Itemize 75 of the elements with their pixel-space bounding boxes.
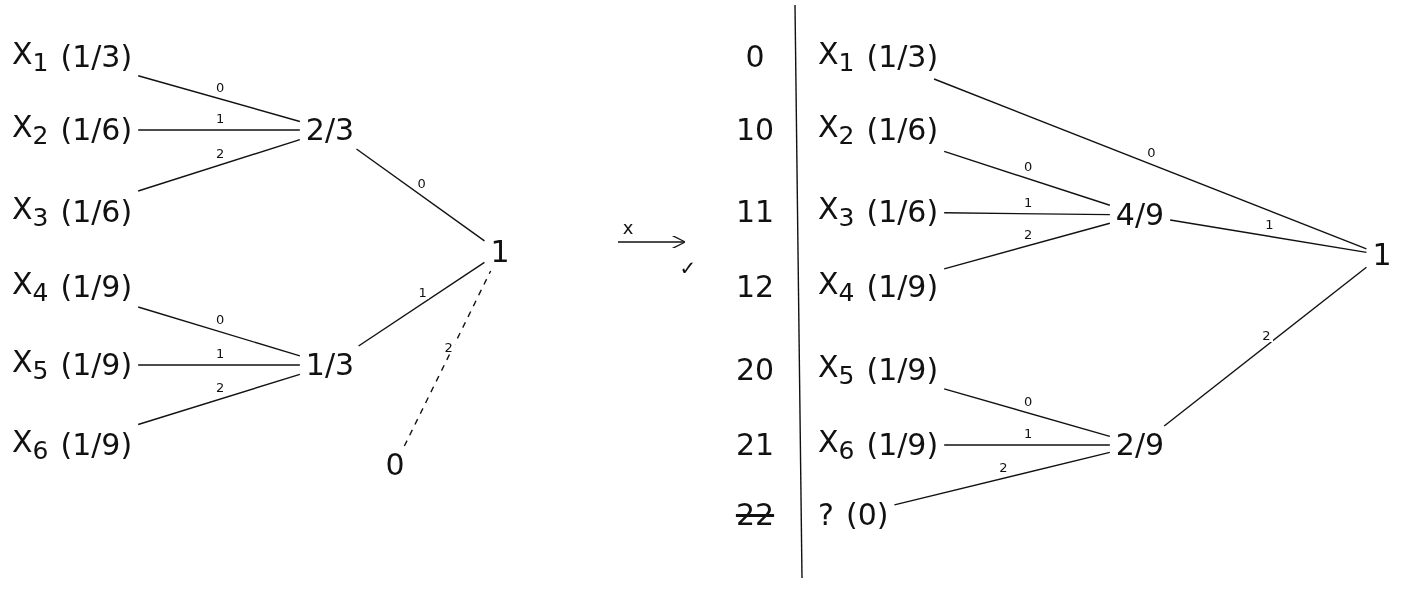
tree-branch (403, 270, 492, 447)
symbol-label: X$_{2}$ (12, 112, 49, 148)
edge-label: 1 (416, 286, 429, 300)
probability-label: (1/6) (866, 197, 939, 227)
tree-branch (893, 451, 1111, 506)
probability-label: 1 (490, 237, 510, 267)
symbol-label: X$_{1}$ (818, 39, 855, 75)
tree-branch (943, 212, 1111, 216)
code-label: 10 (735, 115, 775, 145)
tree-branch (357, 261, 486, 347)
symbol-label: X$_{5}$ (12, 347, 49, 383)
probability-label: 2/3 (305, 115, 355, 145)
symbol-label: X$_{3}$ (12, 194, 49, 230)
code-label: 12 (735, 272, 775, 302)
probability-label: (1/9) (60, 430, 133, 460)
edge-label: 0 (214, 313, 227, 327)
tree-branch (943, 150, 1111, 206)
tree-branch (1163, 266, 1368, 427)
symbol-label: X$_{2}$ (818, 112, 855, 148)
probability-label: 2/9 (1115, 430, 1165, 460)
tree-branch (137, 75, 301, 123)
tree-branch (137, 138, 301, 192)
tree-branch (943, 444, 1111, 446)
edge-label: 0 (1022, 394, 1035, 408)
code-label: 0 (745, 42, 765, 72)
probability-label: (1/6) (866, 115, 939, 145)
probability-label: 1 (1372, 240, 1392, 270)
edge-label: 1 (214, 112, 227, 125)
tree-branch (137, 364, 301, 366)
probability-label: 0 (385, 450, 405, 480)
edge-label: 0 (1145, 145, 1158, 159)
edge-label: 0 (1022, 160, 1035, 174)
tree-branch (933, 78, 1368, 250)
probability-label: (0) (845, 500, 889, 530)
probability-label: (1/3) (60, 42, 133, 72)
tree-branch (1169, 219, 1368, 254)
symbol-label: X$_{6}$ (818, 427, 855, 463)
edge-label: 0 (415, 176, 428, 190)
tree-branch (943, 388, 1111, 438)
probability-label: (1/9) (60, 350, 133, 380)
edge-label: 0 (214, 80, 227, 94)
check-mark: ✓ (679, 258, 697, 278)
edge-label: 1 (214, 347, 227, 360)
probability-label: 4/9 (1115, 200, 1165, 230)
tree-branch (943, 222, 1111, 270)
symbol-label: X$_{1}$ (12, 39, 49, 75)
edge-label: 1 (1263, 218, 1276, 232)
edge-label: 2 (997, 460, 1010, 474)
tree-branch (355, 148, 486, 242)
probability-label: (1/9) (866, 355, 939, 385)
probability-label: (1/9) (866, 430, 939, 460)
symbol-label: X$_{6}$ (12, 427, 49, 463)
code-label: 11 (735, 197, 775, 227)
symbol-label: X$_{5}$ (818, 352, 855, 388)
probability-label: 1/3 (305, 350, 355, 380)
edge-label: 1 (1022, 427, 1035, 440)
edge-label: 1 (1022, 195, 1035, 209)
tree-branch (137, 373, 301, 426)
symbol-label: X$_{4}$ (12, 269, 49, 305)
symbol-label: X$_{4}$ (818, 269, 855, 305)
tree-branch (137, 306, 301, 357)
probability-label: (1/9) (866, 272, 939, 302)
code-label: 22 (735, 500, 775, 530)
code-label: 21 (735, 430, 775, 460)
edge-label: 2 (1260, 328, 1273, 342)
symbol-label: ? (818, 500, 834, 530)
probability-label: (1/9) (60, 272, 133, 302)
probability-label: (1/3) (866, 42, 939, 72)
code-label: 20 (735, 355, 775, 385)
tree-branch (137, 129, 301, 131)
probability-label: (1/6) (60, 197, 133, 227)
edge-label: 2 (442, 340, 455, 354)
symbol-label: X$_{3}$ (818, 194, 855, 230)
probability-label: (1/6) (60, 115, 133, 145)
variable-label: x (622, 219, 634, 237)
